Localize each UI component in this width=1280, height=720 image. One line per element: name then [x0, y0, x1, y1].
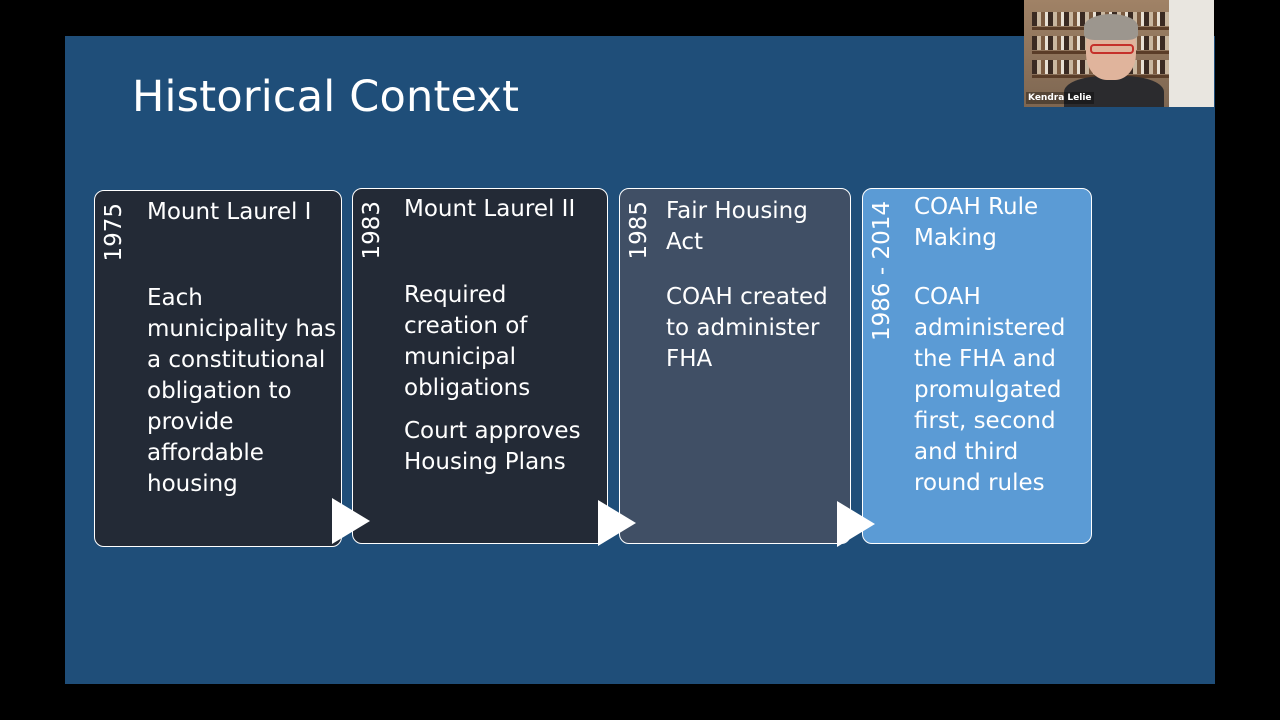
timeline-arrow-icon	[598, 500, 636, 546]
timeline-arrow-icon	[332, 498, 370, 544]
timeline-year: 1983	[359, 201, 385, 260]
participant-body	[1064, 76, 1164, 107]
timeline-heading: Mount Laurel II	[404, 196, 576, 222]
participant-video-tile[interactable]: Kendra Lelie	[1024, 0, 1214, 107]
timeline-card-1985: 1985 Fair Housing Act COAH created to ad…	[619, 188, 851, 544]
timeline-body-text: Required creation of municipal obligatio…	[404, 282, 531, 401]
timeline-body: COAH administered the FHA and promulgate…	[914, 282, 1089, 511]
wall-panel	[1169, 0, 1214, 107]
timeline-heading: Fair Housing Act	[666, 198, 808, 255]
slide-title: Historical Context	[132, 72, 520, 122]
timeline-year: 1986 - 2014	[869, 201, 895, 341]
timeline-year: 1985	[626, 201, 652, 260]
timeline-body-text: COAH administered the FHA and promulgate…	[914, 284, 1066, 496]
timeline-card-1983: 1983 Mount Laurel II Required creation o…	[352, 188, 608, 544]
timeline-body-text: Court approves Housing Plans	[404, 418, 581, 475]
timeline-body: Each municipality has a constitutional o…	[147, 283, 337, 512]
timeline-body-text: Each municipality has a constitutional o…	[147, 285, 337, 497]
participant-hair	[1084, 14, 1138, 40]
timeline-body-text: COAH created to administer FHA	[666, 284, 828, 372]
timeline-body: COAH created to administer FHA	[666, 282, 846, 387]
timeline-body: Required creation of municipal obligatio…	[404, 280, 604, 490]
participant-name-label: Kendra Lelie	[1026, 92, 1094, 104]
timeline-card-1975: 1975 Mount Laurel I Each municipality ha…	[94, 190, 342, 547]
timeline-heading: COAH Rule Making	[914, 194, 1039, 251]
glasses-icon	[1090, 44, 1134, 54]
timeline-year: 1975	[101, 203, 127, 262]
presentation-slide: Historical Context 1975 Mount Laurel I E…	[65, 36, 1215, 684]
timeline-heading: Mount Laurel I	[147, 199, 312, 225]
timeline-card-1986-2014: 1986 - 2014 COAH Rule Making COAH admini…	[862, 188, 1092, 544]
timeline-arrow-icon	[837, 501, 875, 547]
